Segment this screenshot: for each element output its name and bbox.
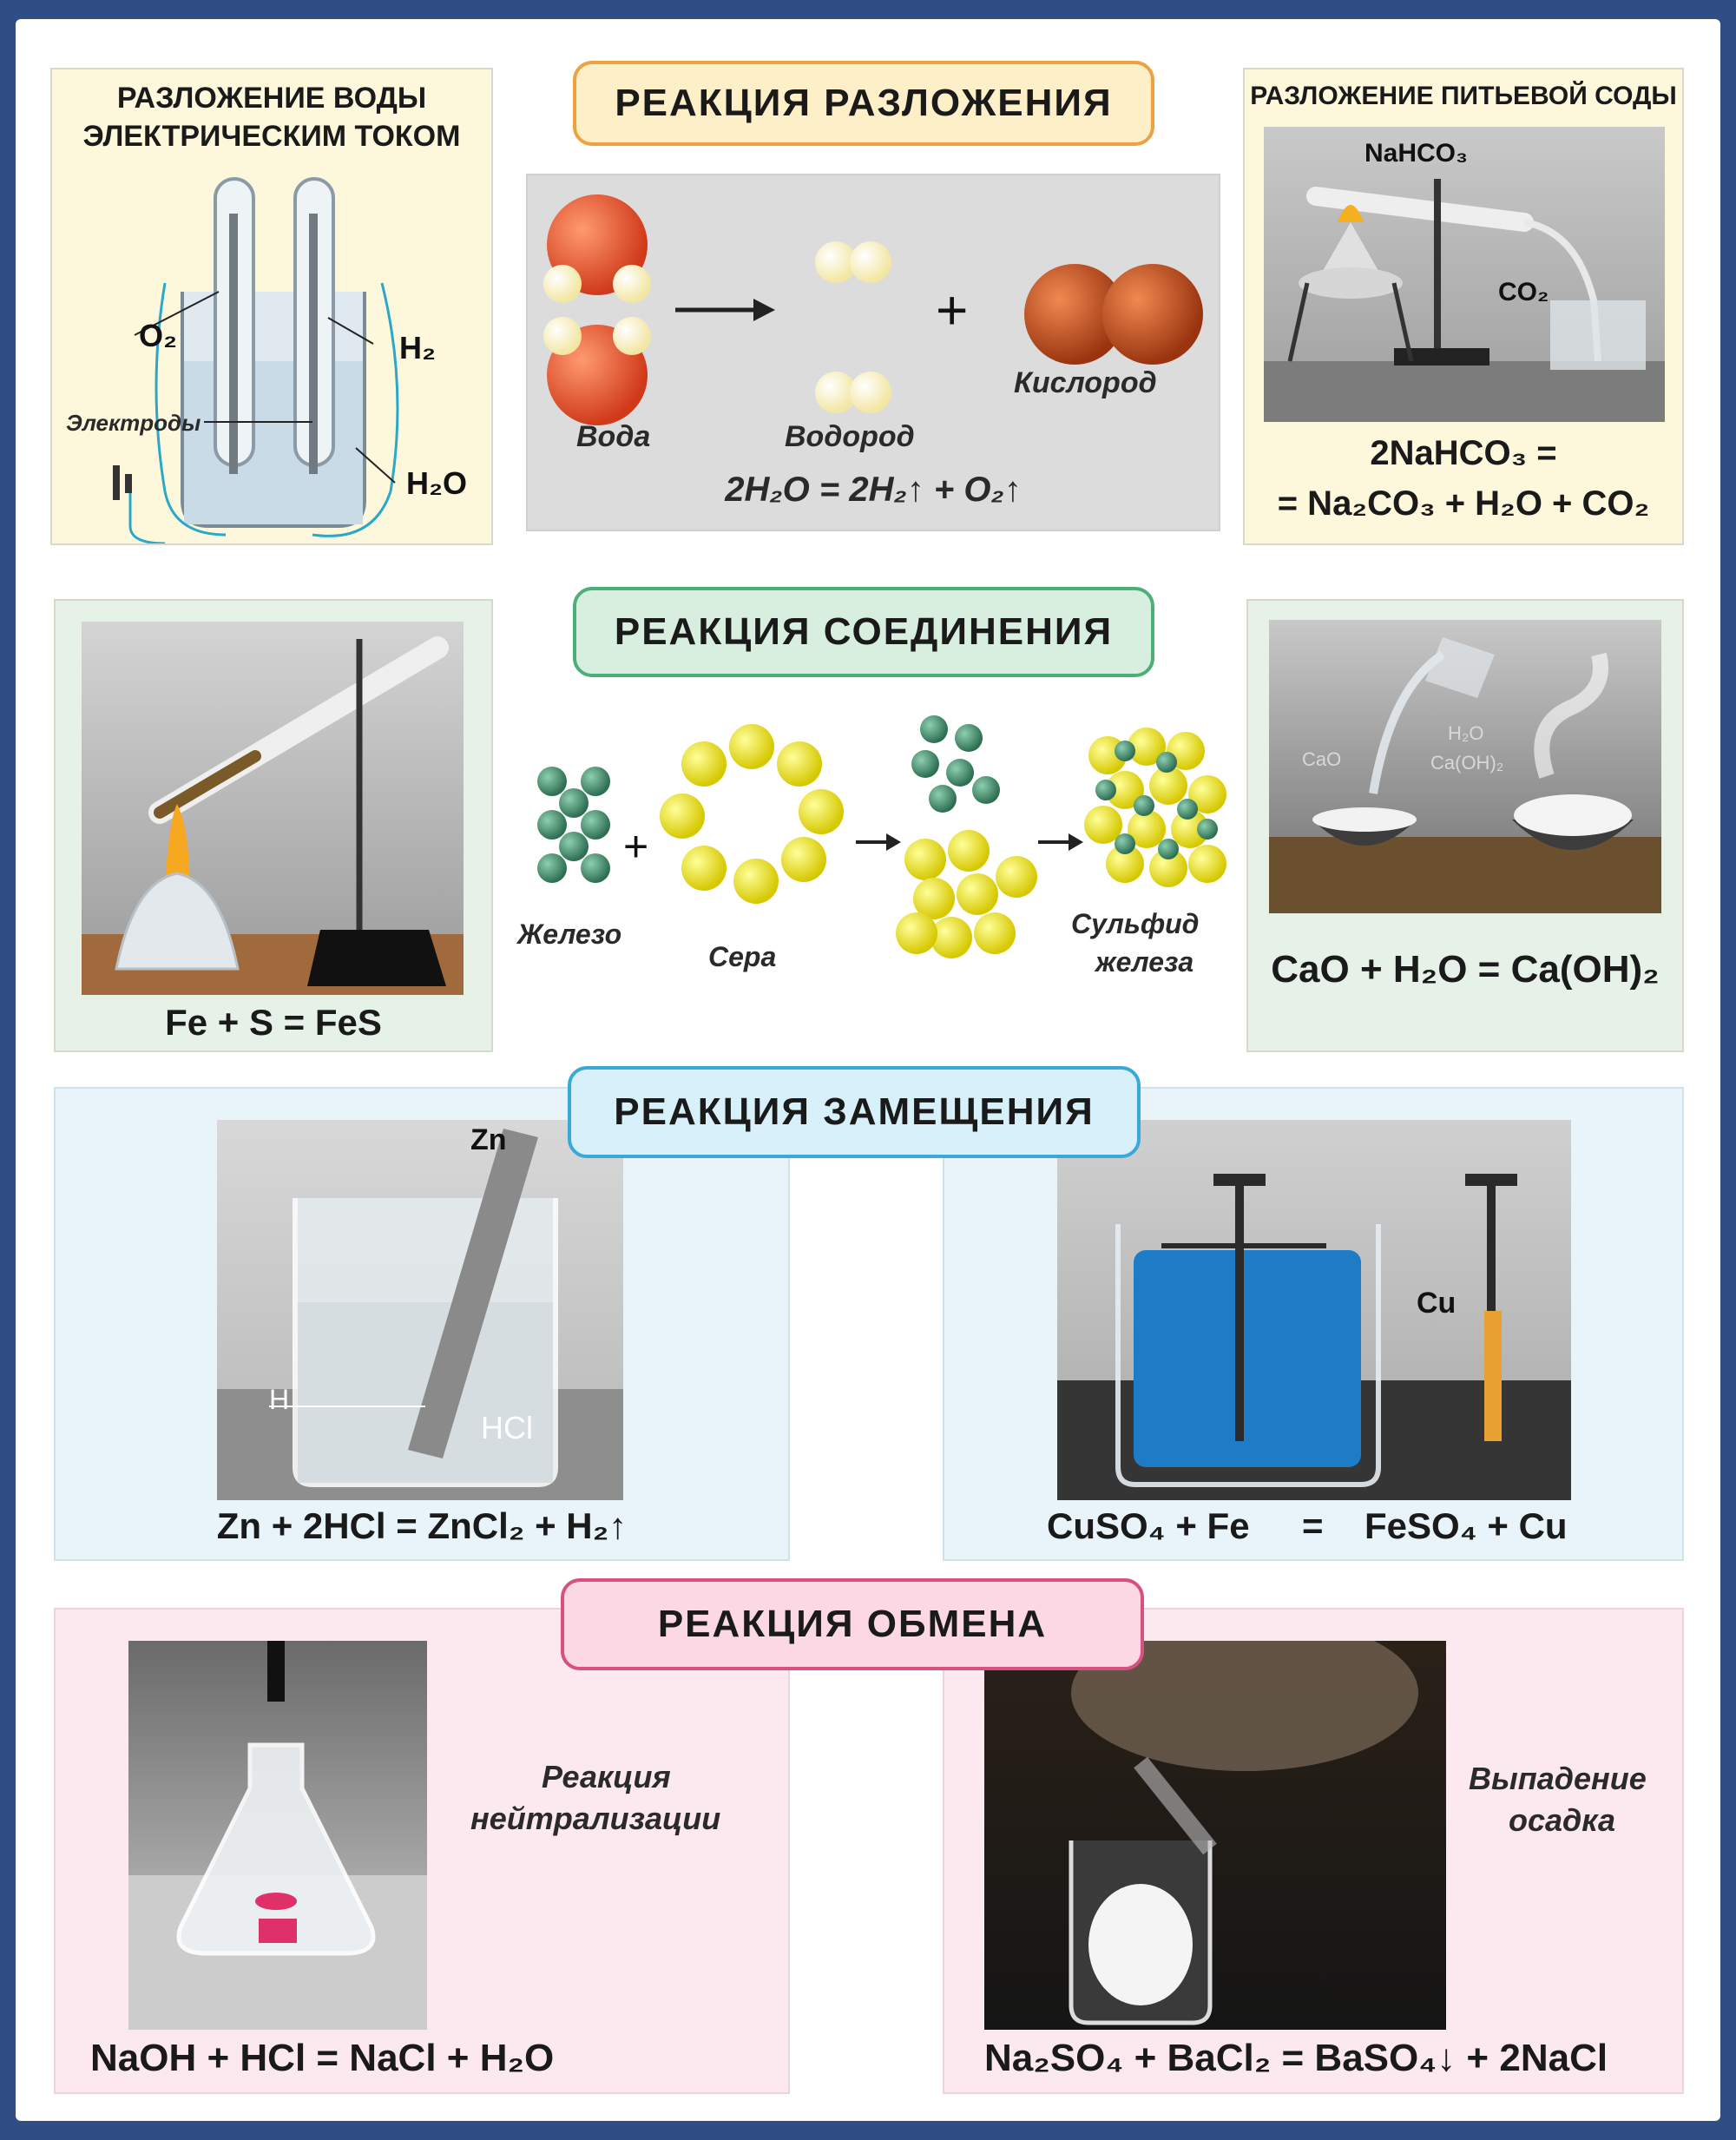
zinc-panel: Zn H HCl Zn + 2HCl = ZnCl₂ + H₂↑	[54, 1087, 790, 1561]
label-nahco3: NaHCO₃	[1364, 139, 1468, 168]
water-electrolysis-panel: РАЗЛОЖЕНИЕ ВОДЫ ЭЛЕКТРИЧЕСКИМ ТОКОМ O₂ H…	[50, 68, 493, 545]
combination-plus-sign: +	[623, 822, 649, 871]
label-caoh2: Ca(OH)₂	[1430, 752, 1504, 774]
soda-title: РАЗЛОЖЕНИЕ ПИТЬЕВОЙ СОДЫ	[1250, 82, 1677, 110]
water-electrolysis-title-line1: РАЗЛОЖЕНИЕ ВОДЫ	[116, 82, 427, 115]
zinc-hcl-photo	[217, 1120, 623, 1500]
electrolysis-apparatus-illustration	[113, 177, 399, 543]
water-electrolysis-title-line2: ЭЛЕКТРИЧЕСКИМ ТОКОМ	[82, 120, 461, 153]
label-h2o: H₂O	[406, 465, 467, 501]
label-electrodes: Электроды	[66, 410, 201, 436]
neutralization-equation: NaOH + HCl = NaCl + H₂O	[90, 2037, 555, 2079]
copper-panel: Cu CuSO₄ + Fe = FeSO₄ + Cu	[943, 1087, 1684, 1561]
exchange-title: РЕАКЦИЯ ОБМЕНА	[561, 1578, 1144, 1670]
label-co2: CO₂	[1498, 278, 1549, 306]
label-zn: Zn	[470, 1123, 507, 1156]
lime-slaking-panel: CaO H₂O Ca(OH)₂ CaO + H₂O = Ca(OH)₂	[1246, 599, 1684, 1052]
label-cao: CaO	[1302, 748, 1342, 770]
plus-sign: +	[936, 279, 969, 341]
fe-s-panel: Fe + S = FeS	[54, 599, 493, 1052]
substitution-title: РЕАКЦИЯ ЗАМЕЩЕНИЯ	[568, 1066, 1141, 1158]
label-sulfide-line1: Сульфид	[1071, 908, 1200, 939]
zinc-equation: Zn + 2HCl = ZnCl₂ + H₂↑	[216, 1505, 628, 1546]
soda-equation-line1: 2NaHCO₃ =	[1370, 434, 1557, 472]
decomposition-model-panel: + Вода Водород Кислород 2H₂O = 2H₂↑ + O₂…	[526, 174, 1220, 531]
label-oxygen: Кислород	[1014, 366, 1157, 399]
soda-decomposition-panel: РАЗЛОЖЕНИЕ ПИТЬЕВОЙ СОДЫ NaHCO₃ CO₂ 2NaH…	[1243, 68, 1684, 545]
neutralization-caption-line1: Реакция	[542, 1759, 671, 1794]
label-h2: H₂	[399, 330, 436, 365]
lime-equation: CaO + H₂O = Ca(OH)₂	[1271, 948, 1660, 991]
label-iron: Железо	[517, 919, 622, 950]
label-h: H	[269, 1384, 290, 1415]
label-hydrogen: Водород	[785, 420, 915, 453]
neutralization-photo	[128, 1641, 427, 2030]
precipitation-photo	[984, 1641, 1446, 2030]
copper-sulfate-photo	[1057, 1120, 1571, 1500]
label-hcl: HCl	[481, 1410, 533, 1445]
soda-heating-photo	[1264, 127, 1665, 422]
soda-equation-line2: = Na₂CO₃ + H₂O + CO₂	[1277, 484, 1650, 523]
water-decomposition-equation: 2H₂O = 2H₂↑ + O₂↑	[725, 471, 1022, 509]
copper-equation-equals: =	[1302, 1505, 1324, 1546]
copper-equation-left: CuSO₄ + Fe	[1047, 1505, 1250, 1546]
precipitation-panel: Выпадение осадка Na₂SO₄ + BaCl₂ = BaSO₄↓…	[943, 1608, 1684, 2094]
decomposition-title: РЕАКЦИЯ РАЗЛОЖЕНИЯ	[573, 61, 1154, 146]
label-sulfide-line2: железа	[1095, 946, 1194, 978]
label-sulfur: Сера	[708, 941, 777, 972]
fe-s-heating-photo	[82, 622, 464, 995]
lime-slaking-photo	[1269, 620, 1661, 913]
iron-sulfur-model	[537, 715, 1226, 958]
neutralization-caption-line2: нейтрализации	[470, 1801, 721, 1836]
precipitation-equation: Na₂SO₄ + BaCl₂ = BaSO₄↓ + 2NaCl	[984, 2037, 1608, 2079]
label-o2: O₂	[139, 318, 177, 353]
label-cu: Cu	[1417, 1287, 1457, 1320]
combination-title: РЕАКЦИЯ СОЕДИНЕНИЯ	[573, 587, 1154, 677]
label-water: Вода	[576, 420, 651, 453]
neutralization-panel: Реакция нейтрализации NaOH + HCl = NaCl …	[54, 1608, 790, 2094]
label-lime-h2o: H₂O	[1448, 722, 1484, 744]
water-decomposition-molecules	[543, 194, 1203, 425]
precipitation-caption-line1: Выпадение	[1469, 1761, 1647, 1796]
precipitation-caption-line2: осадка	[1509, 1802, 1615, 1838]
fe-s-equation: Fe + S = FeS	[165, 1002, 382, 1043]
copper-equation-right: FeSO₄ + Cu	[1364, 1505, 1568, 1546]
